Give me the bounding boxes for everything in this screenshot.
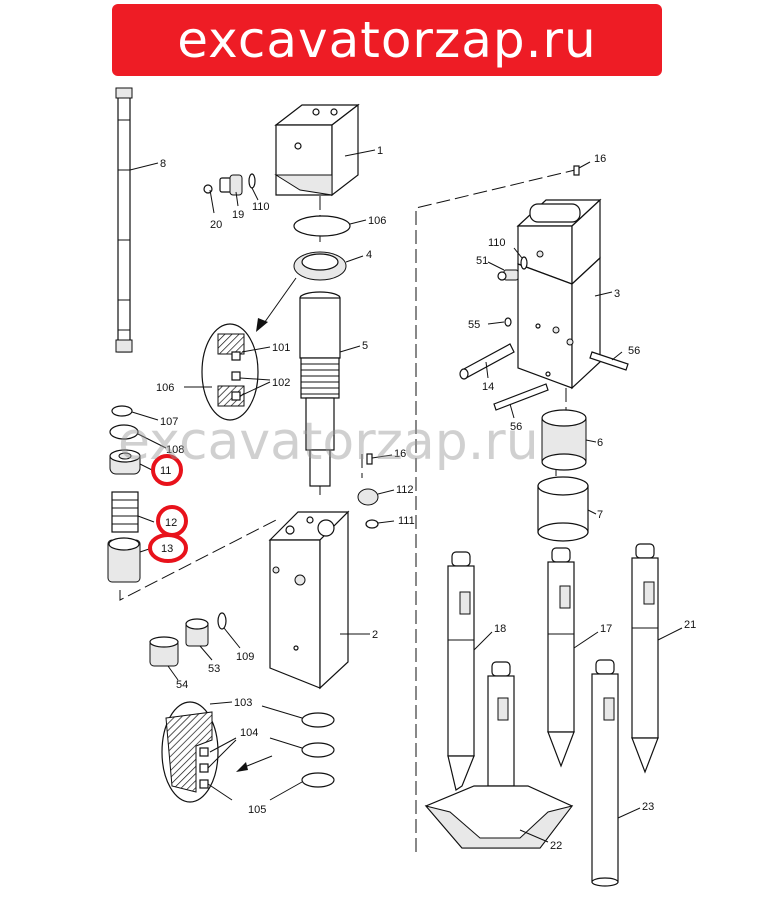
label-108: 108 [166,444,184,456]
label-16-body: 16 [394,448,406,460]
watermark-text: excavatorzap.ru [118,412,539,472]
detail-circle-103-105 [161,701,335,803]
label-23: 23 [642,801,654,813]
label-51: 51 [476,255,488,267]
label-16-top: 16 [594,153,606,165]
part-8-rod [115,87,159,353]
label-19: 19 [232,209,244,221]
part-1-top-cap [274,103,376,197]
label-56-lower: 56 [510,421,522,433]
label-54: 54 [176,679,188,691]
highlight-rings [148,454,188,563]
tools-22-23 [424,659,641,887]
label-106-detail: 106 [156,382,174,394]
part-5-piston [299,291,361,487]
label-8: 8 [160,158,166,170]
parts-107-108-11-12-13 [107,405,167,583]
label-21: 21 [684,619,696,631]
label-104: 104 [240,727,258,739]
parts-53-54-109 [149,612,241,681]
part-labels: 1 2 3 4 5 6 7 8 11 12 13 14 16 16 17 18 … [156,145,696,852]
label-102: 102 [272,377,290,389]
label-14: 14 [482,381,494,393]
label-103: 103 [234,697,252,709]
label-4: 4 [366,249,372,261]
label-110-right: 110 [488,237,506,249]
label-13: 13 [161,543,173,555]
label-5: 5 [362,340,368,352]
parts-19-20-110 [203,173,259,214]
label-7: 7 [597,509,603,521]
parts-16-112-111 [357,453,395,529]
label-12: 12 [165,517,177,529]
label-111: 111 [398,515,415,527]
label-110-left: 110 [252,201,270,213]
parts-6-7-bushings [537,409,597,542]
label-17: 17 [600,623,612,635]
label-56-right: 56 [628,345,640,357]
label-105: 105 [248,804,266,816]
parts-51-110-55-14-56 [459,247,629,419]
label-53: 53 [208,663,220,675]
label-20: 20 [210,219,222,231]
tools-18-17-21 [447,543,683,791]
site-banner: excavatorzap.ru [112,4,662,76]
label-55: 55 [468,319,480,331]
label-3: 3 [614,288,620,300]
detail-circle-106 [184,323,271,421]
label-6: 6 [597,437,603,449]
part-106-ring-and-4 [256,215,367,332]
banner-text: excavatorzap.ru [177,11,597,69]
part-2-main-body [268,510,370,690]
label-1: 1 [377,145,383,157]
part-3-right-block [516,161,613,390]
label-112: 112 [396,484,414,496]
label-18: 18 [494,623,506,635]
label-101: 101 [272,342,290,354]
label-22: 22 [550,840,562,852]
label-11: 11 [160,465,171,477]
label-106-top: 106 [368,215,386,227]
label-2: 2 [372,629,378,641]
label-109: 109 [236,651,254,663]
label-107: 107 [160,416,178,428]
